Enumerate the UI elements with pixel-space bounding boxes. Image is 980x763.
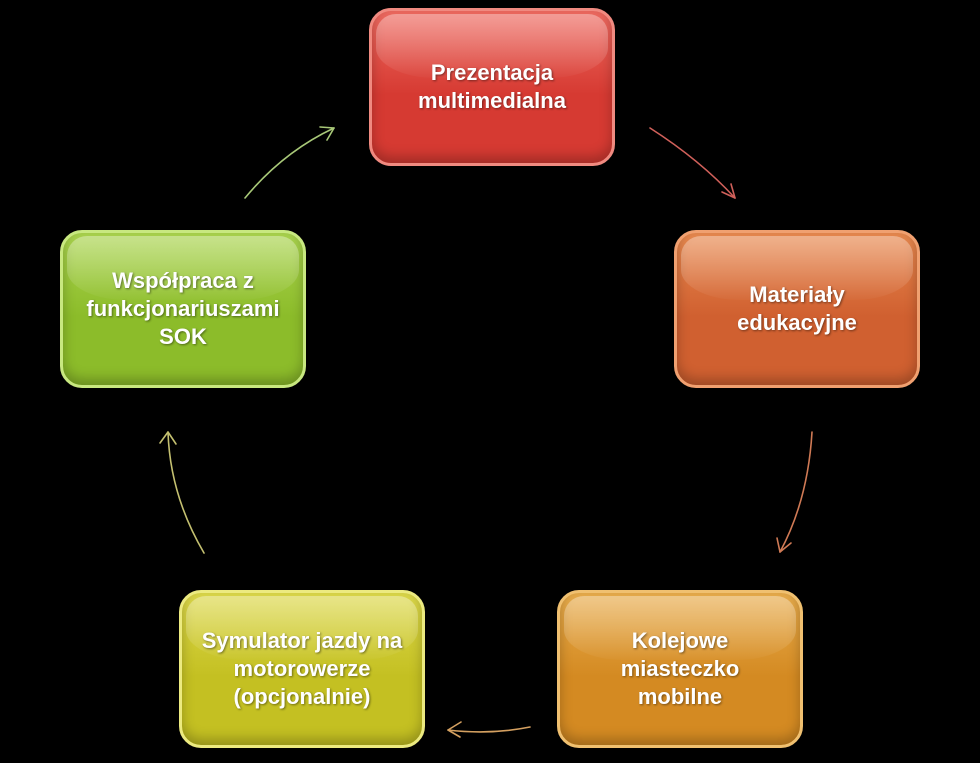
node-prezentacja-multimedialna: Prezentacja multimedialna (369, 8, 615, 166)
arrow-1 (779, 431, 813, 553)
arrow-2-head (447, 721, 462, 738)
node-kolejowe-miasteczko-mobilne: Kolejowe miasteczko mobilne (557, 590, 803, 748)
arrow-0 (649, 127, 736, 199)
node-label: Kolejowe miasteczko mobilne (620, 628, 740, 709)
node-wspolpraca-sok: Współpraca z funkcjonariuszami SOK (60, 230, 306, 388)
node-materialy-edukacyjne: Materiały edukacyjne (674, 230, 920, 388)
arrow-2 (447, 726, 531, 733)
node-symulator-jazdy: Symulator jazdy na motorowerze (opcjonal… (179, 590, 425, 748)
arrow-1-head (776, 537, 792, 553)
arrow-3-head (159, 431, 177, 445)
arrow-4 (244, 127, 335, 199)
node-label: Prezentacja multimedialna (418, 60, 566, 113)
arrow-0-head (721, 183, 736, 199)
node-label: Symulator jazdy na motorowerze (opcjonal… (201, 628, 403, 709)
arrow-4-head (319, 126, 335, 141)
arrow-3 (167, 431, 205, 554)
node-label: Współpraca z funkcjonariuszami SOK (86, 268, 280, 349)
node-label: Materiały edukacyjne (737, 282, 857, 335)
